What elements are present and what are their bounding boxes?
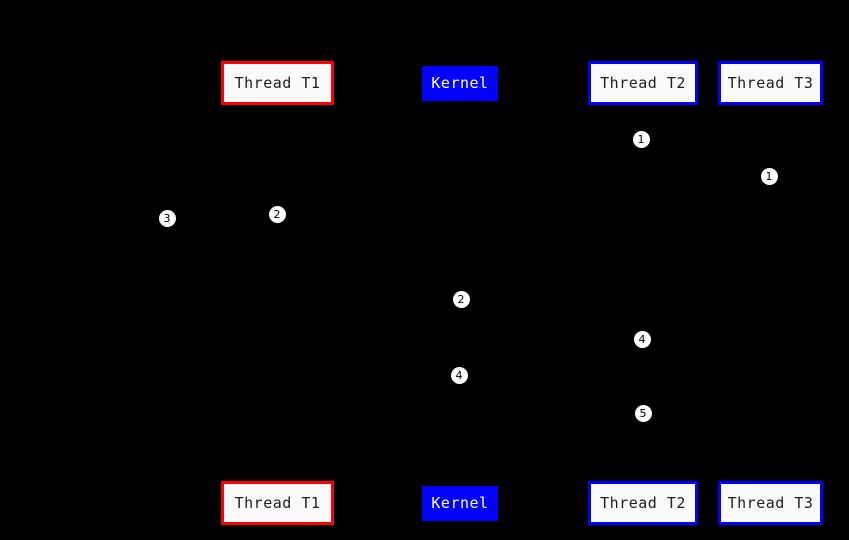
participant-label: Thread T3 <box>727 73 814 92</box>
lifeline-t2 <box>643 105 644 481</box>
participant-label: Thread T3 <box>727 493 814 512</box>
step-badge-5: 5 <box>634 404 652 422</box>
lifeline-t1 <box>277 105 278 481</box>
participant-label: Thread T1 <box>234 493 321 512</box>
participant-label: Thread T2 <box>600 73 686 92</box>
lifeline-t3 <box>770 105 771 481</box>
step-badge-1: 1 <box>632 130 650 148</box>
participant-box-t1-top[interactable]: Thread T1 <box>221 61 334 105</box>
participant-box-t3-bottom[interactable]: Thread T3 <box>718 481 823 525</box>
participant-box-t2-top[interactable]: Thread T2 <box>588 61 698 105</box>
participant-box-kernel-top[interactable]: Kernel <box>422 66 498 101</box>
step-badge-4: 4 <box>633 330 651 348</box>
step-badge-2: 2 <box>268 205 286 223</box>
step-badge-1: 1 <box>760 167 778 185</box>
step-badge-3: 3 <box>158 209 176 227</box>
step-badge-4: 4 <box>450 366 468 384</box>
participant-box-t3-top[interactable]: Thread T3 <box>718 61 823 105</box>
participant-box-t1-bottom[interactable]: Thread T1 <box>221 481 334 525</box>
participant-label: Thread T2 <box>600 493 686 512</box>
participant-box-t2-bottom[interactable]: Thread T2 <box>588 481 698 525</box>
step-badge-2: 2 <box>452 290 470 308</box>
participant-label: Kernel <box>431 74 489 92</box>
participant-label: Thread T1 <box>234 73 321 92</box>
participant-box-kernel-bottom[interactable]: Kernel <box>422 486 498 521</box>
participant-label: Kernel <box>431 494 489 512</box>
